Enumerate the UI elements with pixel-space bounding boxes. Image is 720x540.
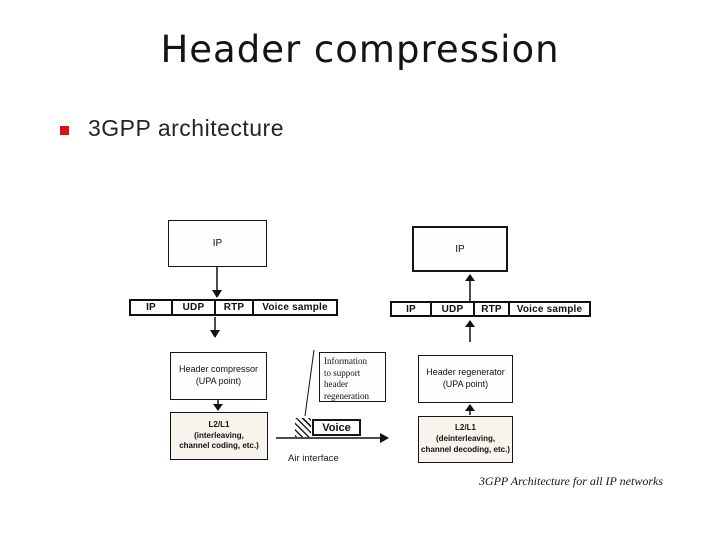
info-note-text: Information to support header regenerati… [324, 356, 369, 402]
slide-title: Header compression [160, 28, 560, 71]
bullet-square-icon [60, 125, 69, 135]
sender-packet-bar: IP UDP RTP Voice sample [129, 299, 338, 316]
air-interface-label: Air interface [288, 453, 339, 464]
receiver-ip-box: IP [412, 226, 508, 272]
packet-field-rtp: RTP [475, 303, 510, 315]
info-note-box: Information to support header regenerati… [319, 352, 386, 402]
sender-l2l1-label: L2/L1 (interleaving, channel coding, etc… [179, 419, 259, 451]
receiver-packet-bar: IP UDP RTP Voice sample [390, 301, 591, 317]
packet-field-udp: UDP [173, 301, 216, 314]
receiver-l2l1-label: L2/L1 (deinterleaving, channel decoding,… [421, 423, 510, 454]
header-regenerator-label: Header regenerator (UPA point) [426, 367, 505, 389]
packet-field-ip: IP [131, 301, 173, 314]
bullet-text: 3GPP architecture [88, 115, 285, 141]
header-compressor-label: Header compressor (UPA point) [178, 364, 259, 386]
sender-l2l1-box: L2/L1 (interleaving, channel coding, etc… [170, 412, 268, 460]
header-compressor-box: Header compressor (UPA point) [170, 352, 267, 400]
compressed-header-hatch-icon [295, 418, 311, 437]
receiver-l2l1-box: L2/L1 (deinterleaving, channel decoding,… [418, 416, 513, 463]
packet-field-udp: UDP [432, 303, 475, 315]
slide-footnote: 3GPP Architecture for all IP networks [478, 474, 663, 488]
sender-ip-box: IP [168, 220, 267, 267]
packet-field-rtp: RTP [216, 301, 254, 314]
packet-field-voice-sample: Voice sample [262, 302, 328, 313]
bullet-item: 3GPP architecture [60, 115, 284, 142]
packet-field-voice-sample: Voice sample [516, 303, 583, 315]
header-regenerator-box: Header regenerator (UPA point) [418, 355, 513, 403]
packet-field-ip: IP [392, 303, 432, 315]
voice-frame-box: Voice [312, 419, 361, 436]
